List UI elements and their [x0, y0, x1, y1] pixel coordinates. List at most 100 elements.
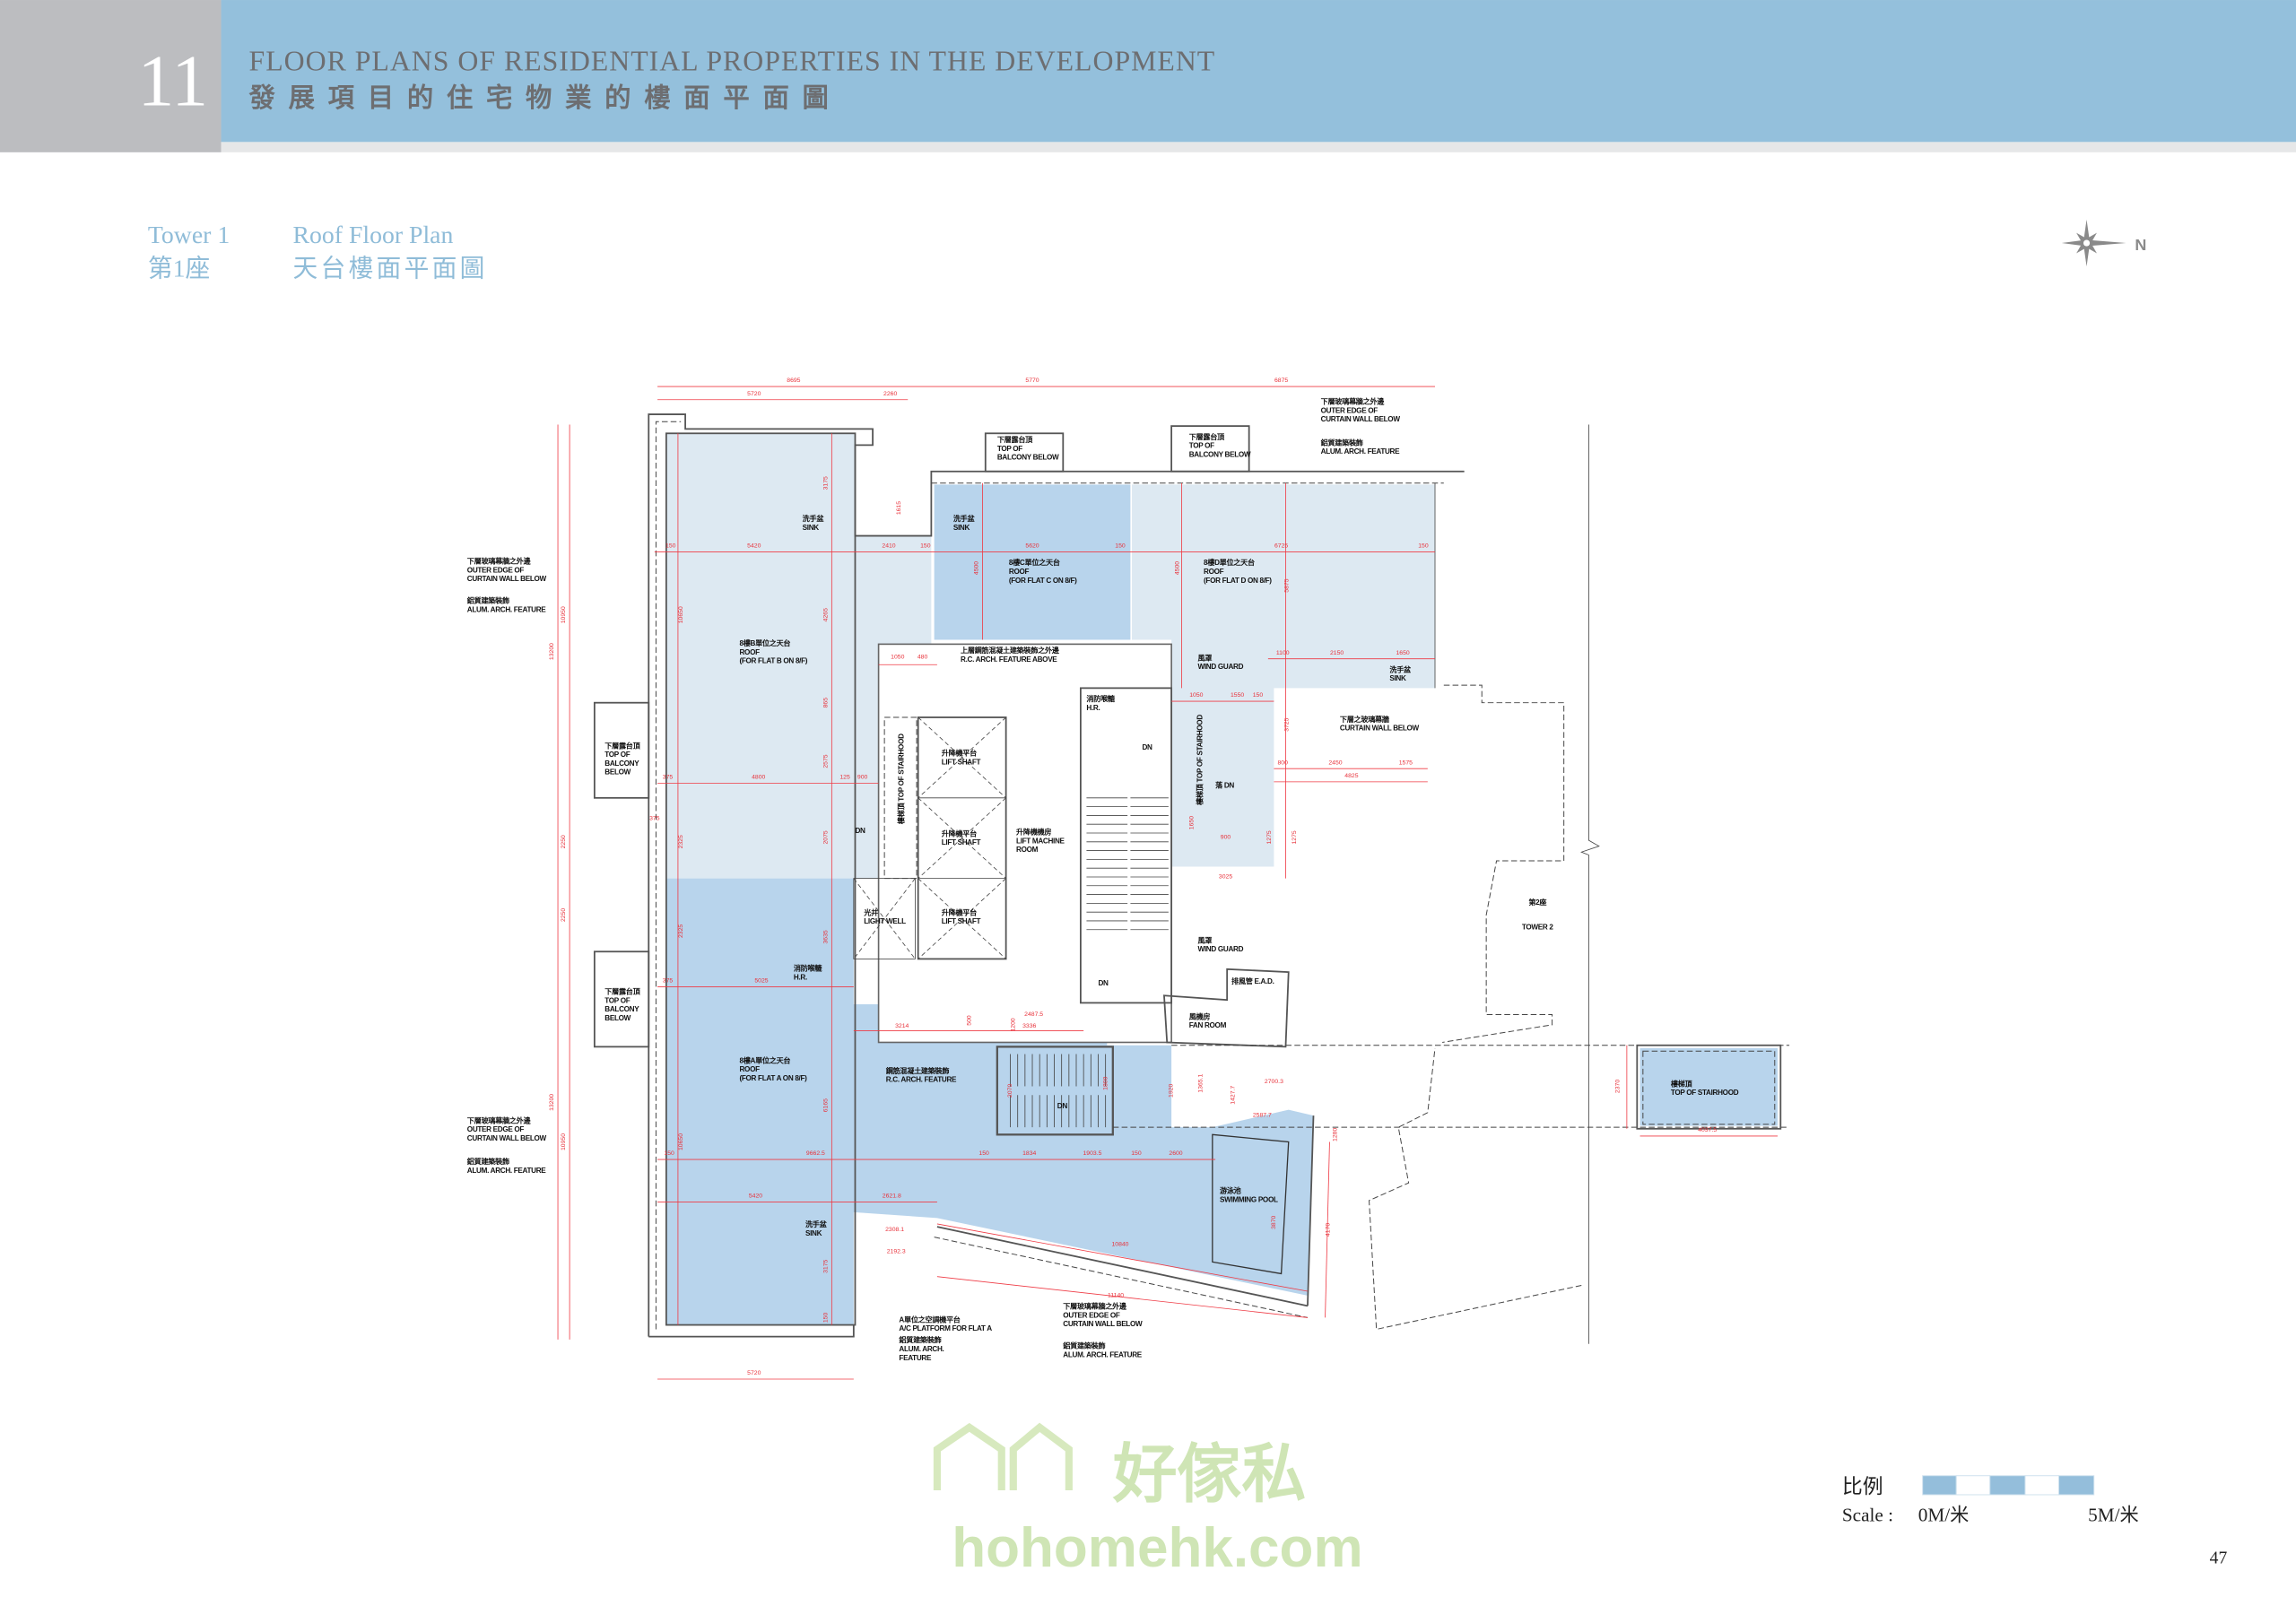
- plan-label-line: CURTAIN WALL BELOW: [1063, 1320, 1143, 1328]
- plan-label-line: WIND GUARD: [1198, 945, 1244, 953]
- dimension-label: 2070: [1007, 1084, 1013, 1098]
- plan-label-line: LIFT SHAFT: [942, 838, 981, 846]
- scale-label-en: Scale :: [1842, 1504, 1893, 1525]
- plan-label-line: BALCONY: [604, 1005, 639, 1013]
- tower-label-en: Tower 1: [148, 221, 230, 249]
- plan-label-line: WIND GUARD: [1198, 663, 1244, 671]
- dimension-label: 150: [1131, 1150, 1142, 1157]
- plan-label-line: TOWER 2: [1522, 923, 1554, 931]
- watermark-url: hohomehk.com: [952, 1517, 1362, 1579]
- plan-label-line: H.R.: [794, 973, 807, 981]
- plan-label-line: (FOR FLAT D ON 8/F): [1204, 577, 1272, 585]
- north-label: N: [2135, 236, 2146, 254]
- dimension-label: 2325: [678, 924, 684, 938]
- plan-label-line: 下層玻璃幕牆之外邊: [1321, 397, 1386, 406]
- header-underline: [221, 142, 2296, 152]
- dimension-label: 3214: [895, 1023, 909, 1029]
- plan-label-line: 升降機平台: [942, 829, 977, 838]
- dimension-lines: [557, 386, 1779, 1380]
- roof-flat-b: [665, 433, 932, 879]
- dimension-label: 150: [920, 543, 931, 550]
- plan-label-line: CURTAIN WALL BELOW: [1321, 415, 1401, 423]
- plan-label-line: 下層露台頂: [1189, 432, 1225, 441]
- dimension-label: 480: [918, 655, 928, 661]
- balcony-top-2: [1170, 425, 1250, 473]
- dimension-label: 6165: [822, 1098, 829, 1112]
- plan-label-line: ROOF: [1204, 568, 1224, 576]
- dimension-label: 1550: [1231, 692, 1244, 699]
- dimension-label: 3336: [1022, 1023, 1036, 1029]
- plan-label-line: CURTAIN WALL BELOW: [1340, 725, 1420, 733]
- dimension-label: 900: [857, 775, 868, 781]
- dimension-label: 2487.5: [1024, 1011, 1043, 1018]
- page-number: 47: [2210, 1549, 2228, 1568]
- plan-label-line: DN: [1057, 1102, 1068, 1110]
- plan-label-line: 洗手盆: [953, 514, 976, 523]
- dimension-label: 900: [1221, 835, 1231, 841]
- plan-label-line: OUTER EDGE OF: [1063, 1311, 1120, 1319]
- building-outline: [593, 413, 1790, 1344]
- dimension-label: 3870: [1271, 1215, 1277, 1228]
- dimension-label: 1050: [891, 655, 904, 661]
- plan-label-line: ALUM. ARCH.: [899, 1345, 944, 1353]
- dimension-label: 4500: [1174, 561, 1180, 575]
- dimension-label: 375: [663, 978, 674, 985]
- section-title-en: FLOOR PLANS OF RESIDENTIAL PROPERTIES IN…: [249, 45, 1216, 76]
- dimension-label: 5720: [747, 1370, 761, 1376]
- dimension-label: 3025: [1219, 874, 1232, 881]
- plan-label-line: ALUM. ARCH. FEATURE: [467, 1167, 546, 1175]
- plan-label-line: (FOR FLAT A ON 8/F): [739, 1074, 807, 1082]
- dimension-label: 2325: [678, 835, 684, 848]
- dimension-label: 2621.8: [883, 1193, 901, 1200]
- plan-label-line: 消防喉轆: [794, 963, 822, 972]
- dimension-label: 5620: [1025, 543, 1039, 550]
- dimension-label: 2260: [883, 391, 897, 397]
- plan-label-line: OUTER EDGE OF: [467, 1125, 525, 1133]
- plan-title-en: Roof Floor Plan: [293, 221, 454, 249]
- dimension-label: 1427.7: [1230, 1086, 1236, 1105]
- dimension-label: 150: [1418, 543, 1429, 550]
- dimension-label: 2600: [1169, 1150, 1182, 1157]
- plan-label: 樓梯頂 TOP OF STAIRHOOD: [896, 733, 905, 824]
- plan-label-line: 升降機平台: [942, 748, 977, 757]
- plan-label: 排風管 E.A.D.: [1231, 976, 1274, 985]
- plan-label-line: LIFT MACHINE: [1016, 837, 1065, 845]
- plan-label-line: 8樓C單位之天台: [1009, 558, 1060, 567]
- stairhood-tower-2: [1639, 1048, 1779, 1126]
- plan-label-line: 升降機平台: [942, 907, 977, 916]
- plan-label-line: 樓梯頂: [1671, 1079, 1693, 1088]
- dimension-label: 150: [664, 1150, 674, 1157]
- plan-label-line: DN: [1098, 979, 1109, 987]
- plan-label-line: FEATURE: [899, 1354, 932, 1362]
- dimension-label: 1920: [1169, 1084, 1175, 1098]
- scale-start: 0M/米: [1918, 1504, 1970, 1525]
- plan-label-line: A單位之空調機平台: [899, 1315, 960, 1324]
- scale-end: 5M/米: [2088, 1504, 2139, 1525]
- dimension-label: 150: [978, 1150, 989, 1157]
- plan-label-line: LIFT SHAFT: [942, 758, 981, 766]
- dimension-label: 1275: [1266, 830, 1273, 844]
- scale-bar: [1922, 1475, 2095, 1496]
